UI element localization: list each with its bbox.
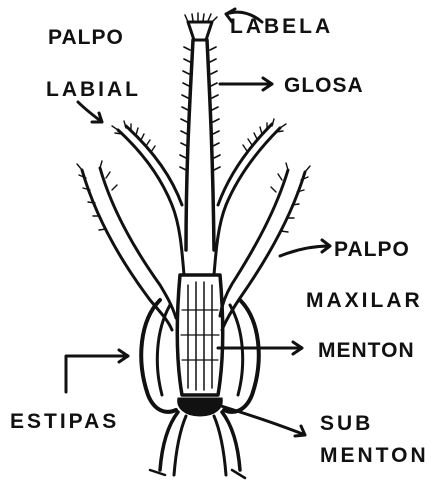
glossa-shape: [180, 13, 220, 250]
palpo-maxilar-arrow: [280, 240, 330, 256]
glosa-arrow: [220, 78, 272, 90]
label-palpo-maxilar-line1: PALPO: [334, 238, 410, 261]
label-submenton-line2: MENTON: [320, 444, 429, 467]
estipas-arrow: [66, 350, 128, 392]
label-menton: MENTON: [318, 339, 415, 362]
maxillary-palps-shape: [77, 161, 310, 330]
label-palpo-maxilar-line2: MAXILAR: [306, 289, 423, 312]
palpo-labial-arrow: [78, 102, 102, 122]
label-palpo-labial-line1: PALPO: [48, 26, 124, 49]
mentum-shape: [177, 275, 223, 395]
label-estipas: ESTIPAS: [10, 410, 119, 433]
label-palpo-labial-line2: LABIAL: [46, 78, 141, 101]
label-labela: LABELA: [230, 15, 333, 38]
label-glosa: GLOSA: [284, 74, 364, 97]
label-submenton-line1: SUB: [320, 412, 373, 435]
